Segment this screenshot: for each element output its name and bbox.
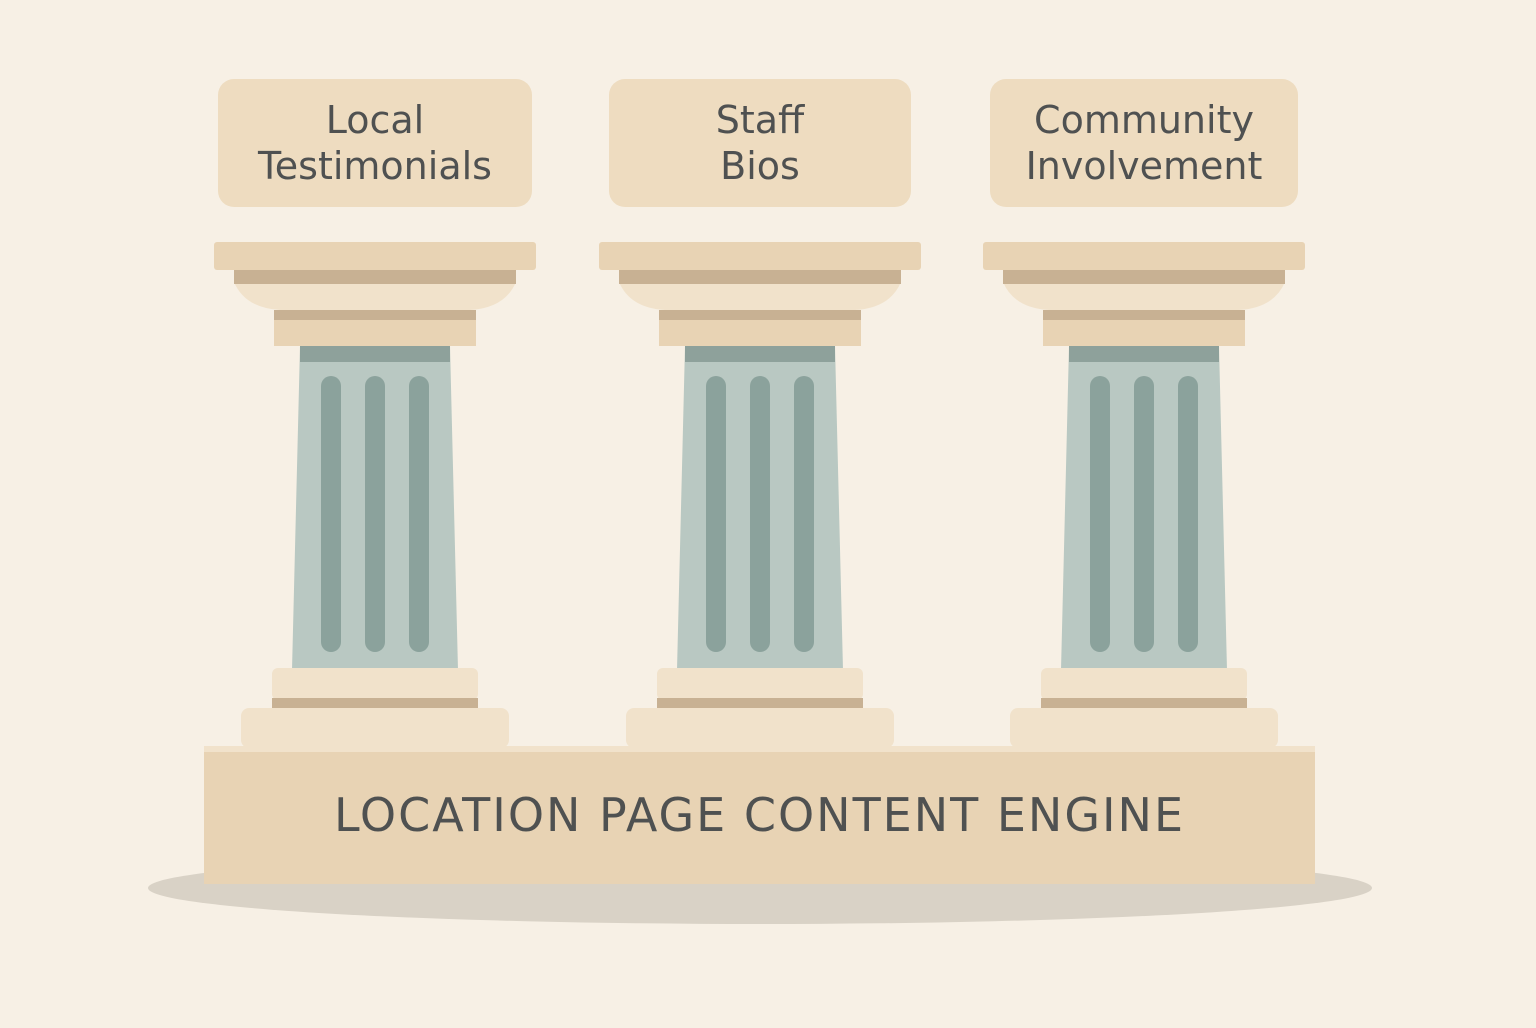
foundation-top-edge (204, 746, 1315, 752)
pillar-3-shaft-top-band (1069, 346, 1219, 362)
label-local-testimonials: Local Testimonials (218, 79, 532, 207)
pillar-2-plinth (626, 708, 894, 748)
pillar-2-base-upper (657, 668, 863, 700)
pillar-2-flute-1 (706, 376, 726, 652)
pillar-1-flute-1 (321, 376, 341, 652)
pillar-1-base-band (272, 698, 478, 708)
pillar-1-capital-band (234, 270, 516, 284)
pillar-2-abacus (599, 242, 921, 270)
label-community-involvement-line1: Community (1034, 98, 1254, 142)
label-community-involvement-line2: Involvement (1025, 144, 1263, 188)
pillar-1-flute-2 (365, 376, 385, 652)
pillar-1-abacus (214, 242, 536, 270)
pillar-1-neck-band (274, 310, 476, 320)
pillar-1-plinth (241, 708, 509, 748)
pillar-1-base-upper (272, 668, 478, 700)
pillar-2-capital-band (619, 270, 901, 284)
pillar-2-shaft-top-band (685, 346, 835, 362)
pillar-1-shaft-top-band (300, 346, 450, 362)
pillar-3-abacus (983, 242, 1305, 270)
foundation-title: LOCATION PAGE CONTENT ENGINE (333, 788, 1186, 842)
label-community-involvement: Community Involvement (990, 79, 1298, 207)
label-local-testimonials-line1: Local (325, 98, 425, 142)
pillar-1-flute-3 (409, 376, 429, 652)
pillar-2-base-band (657, 698, 863, 708)
pillar-3-base-band (1041, 698, 1247, 708)
pillar-2-flute-2 (750, 376, 770, 652)
label-local-testimonials-line2: Testimonials (258, 144, 492, 188)
pillar-2-flute-3 (794, 376, 814, 652)
pillar-3-flute-2 (1134, 376, 1154, 652)
label-staff-bios-line1: Staff (715, 98, 805, 142)
pillar-3-flute-1 (1090, 376, 1110, 652)
pillar-3-neck-band (1043, 310, 1245, 320)
pillar-2-neck-band (659, 310, 861, 320)
pillar-3-plinth (1010, 708, 1278, 748)
label-staff-bios: Staff Bios (609, 79, 911, 207)
pillar-3-capital-band (1003, 270, 1285, 284)
pillar-3-flute-3 (1178, 376, 1198, 652)
label-staff-bios-line2: Bios (720, 144, 800, 188)
pillar-3-base-upper (1041, 668, 1247, 700)
foundation-block (204, 746, 1315, 884)
